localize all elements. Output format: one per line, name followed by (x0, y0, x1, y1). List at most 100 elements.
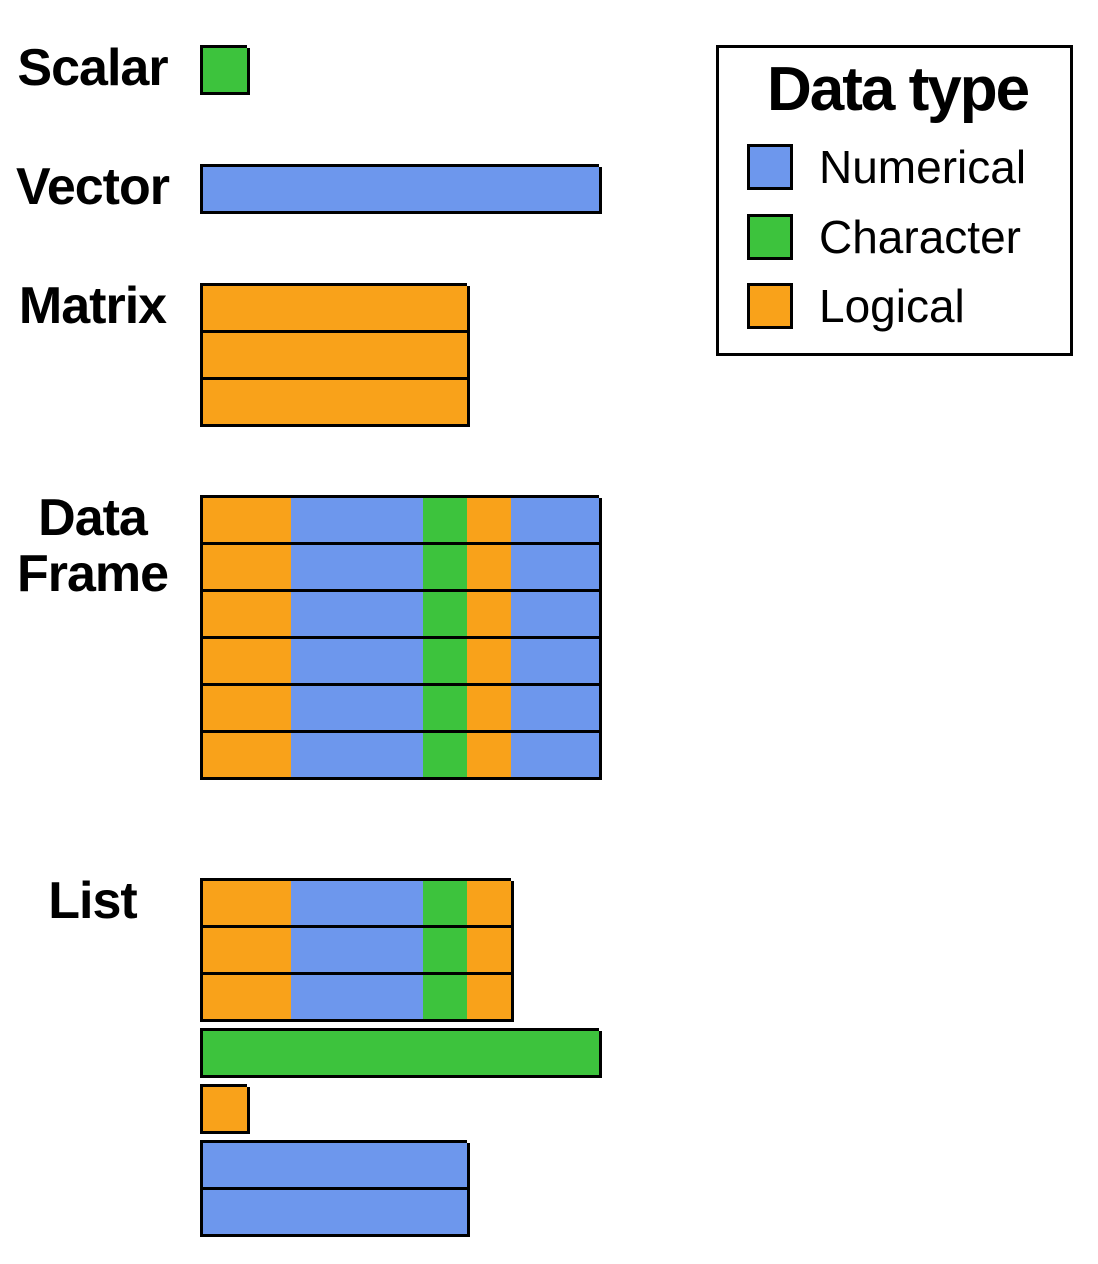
list-block-1 (200, 878, 514, 1022)
numerical-cell (555, 592, 602, 639)
logical-cell (467, 733, 514, 780)
legend-item-logical: Logical (747, 279, 1048, 333)
legend-item-label: Logical (819, 279, 965, 332)
logical-cell (335, 286, 382, 333)
logical-cell (291, 333, 338, 380)
logical-cell (467, 498, 514, 545)
character-cell (291, 1031, 338, 1078)
list-block-3 (200, 1084, 250, 1134)
numerical-cell (291, 592, 338, 639)
structure-label-matrix: Matrix (0, 278, 185, 334)
numerical-cell (203, 1143, 250, 1190)
logical-cell (203, 592, 250, 639)
logical-cell (379, 333, 426, 380)
numerical-cell (247, 167, 294, 214)
numerical-cell (335, 545, 382, 592)
logical-cell (203, 498, 250, 545)
vector-block-1 (200, 164, 602, 214)
logical-cell (247, 928, 294, 975)
character-cell (511, 1031, 558, 1078)
label-line: Matrix (18, 277, 167, 335)
logical-cell (423, 286, 470, 333)
logical-cell (203, 928, 250, 975)
numerical-cell (379, 881, 426, 928)
data-frame-blocks (200, 495, 602, 780)
logical-cell (423, 333, 470, 380)
numerical-cell (203, 167, 250, 214)
numerical-cell (335, 733, 382, 780)
logical-cell (203, 545, 250, 592)
character-cell (423, 928, 470, 975)
character-cell (423, 881, 470, 928)
logical-cell (467, 545, 514, 592)
numerical-cell (379, 545, 426, 592)
numerical-cell (511, 167, 558, 214)
logical-cell (379, 380, 426, 427)
legend: Data type Numerical Character Logical (716, 45, 1073, 356)
logical-cell (203, 380, 250, 427)
character-cell (423, 686, 470, 733)
logical-cell (335, 380, 382, 427)
structure-label-vector: Vector (0, 159, 185, 215)
logical-cell (203, 733, 250, 780)
character-cell (467, 1031, 514, 1078)
numerical-cell (291, 545, 338, 592)
label-line: Scalar (17, 39, 168, 97)
logical-cell (247, 333, 294, 380)
numerical-cell (555, 545, 602, 592)
logical-cell (379, 286, 426, 333)
logical-cell (247, 545, 294, 592)
numerical-cell (379, 639, 426, 686)
scalar-blocks (200, 45, 250, 95)
numerical-cell (555, 639, 602, 686)
numerical-cell (335, 498, 382, 545)
logical-cell (423, 380, 470, 427)
character-cell (203, 1031, 250, 1078)
numerical-cell (335, 1190, 382, 1237)
numerical-cell (379, 686, 426, 733)
numerical-cell (379, 498, 426, 545)
numerical-cell (379, 592, 426, 639)
numerical-cell (555, 498, 602, 545)
numerical-cell (555, 733, 602, 780)
numerical-cell (291, 639, 338, 686)
numerical-cell (379, 167, 426, 214)
logical-cell (203, 333, 250, 380)
logical-swatch (747, 282, 793, 329)
logical-cell (203, 686, 250, 733)
numerical-cell (423, 1190, 470, 1237)
logical-cell (467, 686, 514, 733)
legend-item-numerical: Numerical (747, 140, 1048, 194)
character-cell (247, 1031, 294, 1078)
character-cell (423, 639, 470, 686)
numerical-cell (335, 686, 382, 733)
numerical-cell (335, 167, 382, 214)
logical-cell (247, 733, 294, 780)
vector-blocks (200, 164, 602, 214)
character-cell (203, 48, 250, 95)
logical-cell (203, 1087, 250, 1134)
numerical-cell (291, 1143, 338, 1190)
numerical-cell (423, 1143, 470, 1190)
numerical-cell (335, 1143, 382, 1190)
numerical-cell (423, 167, 470, 214)
numerical-cell (291, 881, 338, 928)
legend-title: Data type (766, 55, 1030, 124)
numerical-cell (291, 498, 338, 545)
numerical-cell (511, 545, 558, 592)
numerical-cell (511, 592, 558, 639)
logical-cell (467, 928, 514, 975)
logical-cell (335, 333, 382, 380)
legend-item-label: Character (819, 210, 1021, 263)
numerical-cell (379, 733, 426, 780)
numerical-cell (511, 498, 558, 545)
legend-item-label: Numerical (819, 141, 1027, 194)
logical-cell (203, 975, 250, 1022)
logical-cell (467, 639, 514, 686)
logical-cell (247, 975, 294, 1022)
numerical-cell (335, 881, 382, 928)
numerical-cell (203, 1190, 250, 1237)
matrix-block-1 (200, 283, 470, 427)
numerical-cell (379, 1190, 426, 1237)
